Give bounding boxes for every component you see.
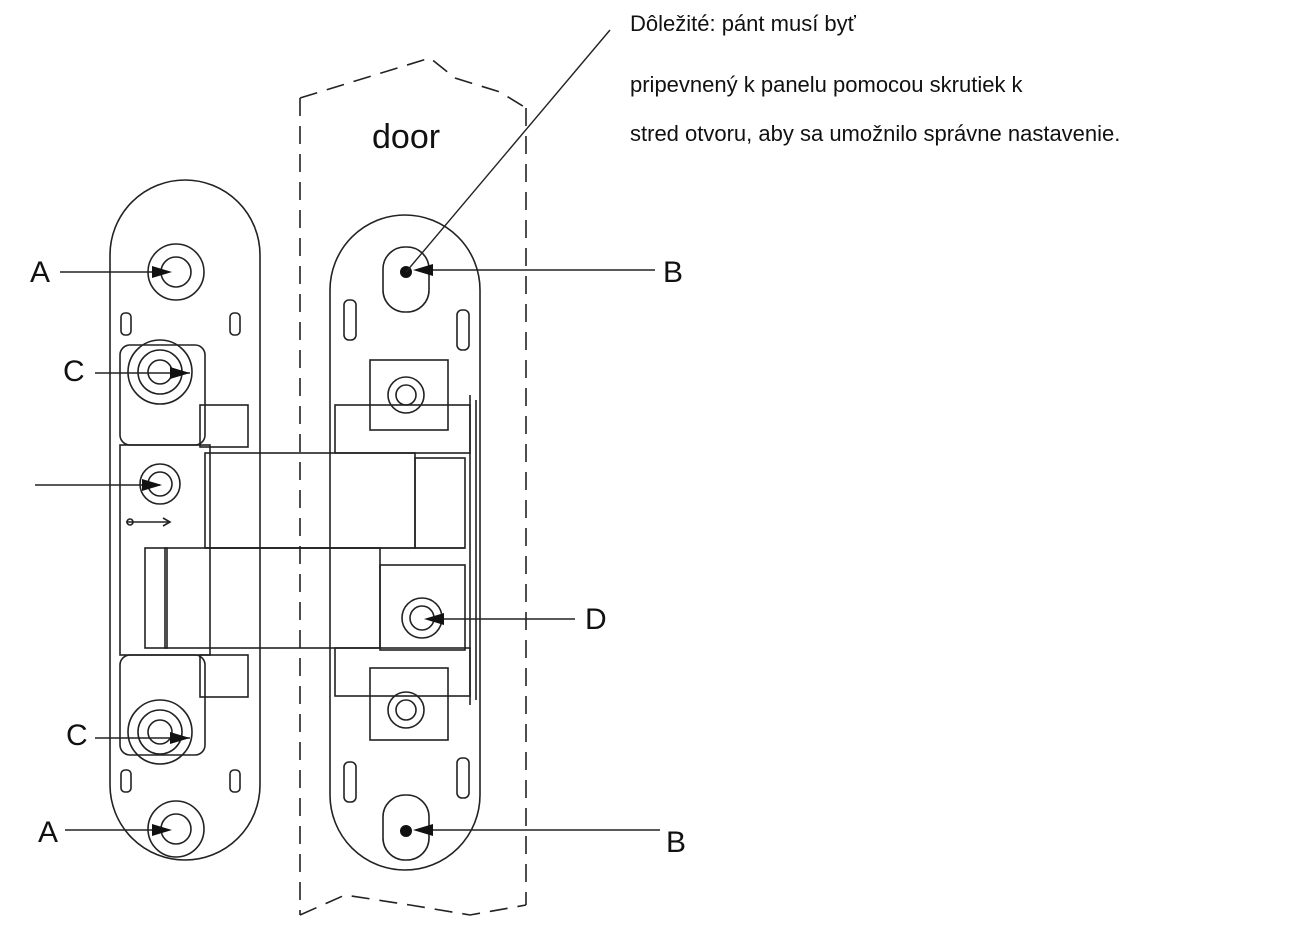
important-note-line-2: pripevnený k panelu pomocou skrutiek k	[630, 72, 1023, 97]
label-a-bottom: A	[38, 816, 59, 849]
important-note-line-1: Dôležité: pánt musí byť	[630, 11, 856, 36]
label-b-bottom: B	[666, 826, 687, 859]
hinge-mechanism	[144, 452, 466, 649]
door-label: door	[372, 118, 441, 156]
label-c-bottom: C	[66, 719, 88, 752]
leader-lines	[35, 29, 660, 831]
right-hinge-leaf	[329, 214, 481, 871]
label-d: D	[585, 603, 607, 636]
left-hinge-leaf	[109, 179, 261, 861]
label-c-top: C	[63, 355, 85, 388]
arrow-heads	[142, 264, 444, 836]
screw-center-dots	[400, 266, 412, 837]
label-b-top: B	[663, 256, 684, 289]
important-note-line-3: stred otvoru, aby sa umožnilo správne na…	[630, 121, 1121, 146]
label-a-top: A	[30, 256, 51, 289]
door-panel-outline	[299, 57, 527, 916]
